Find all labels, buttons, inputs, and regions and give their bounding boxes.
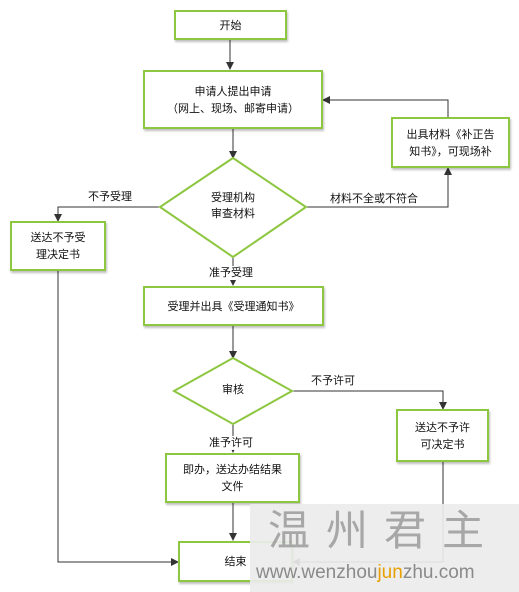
review-label-line1: 受理机构 xyxy=(211,191,255,204)
deny-permit-node: 送达不予许 可决定书 xyxy=(396,409,489,462)
start-node: 开始 xyxy=(174,10,287,40)
edge-label-no-accept: 不予受理 xyxy=(88,190,132,204)
immediate-label-line2: 文件 xyxy=(221,480,244,493)
deny-permit-label-line2: 可决定书 xyxy=(420,437,465,451)
apply-node: 申请人提出申请 （网上、现场、邮寄申请） xyxy=(143,70,323,129)
audit-diamond-label: 审核 xyxy=(203,382,263,398)
edge-label-permit: 准予许可 xyxy=(209,436,253,450)
reject-label-line2: 理决定书 xyxy=(36,248,80,261)
reject-label-line1: 送达不予受 xyxy=(30,231,86,244)
apply-label-line2: （网上、现场、邮寄申请） xyxy=(167,101,299,115)
start-label: 开始 xyxy=(219,18,242,32)
immediate-node: 即办，送达办结结果 文件 xyxy=(165,453,300,503)
deny-permit-label-line1: 送达不予许 xyxy=(415,420,470,434)
watermark-url-part3: zhu.com xyxy=(402,562,475,583)
review-diamond-shape xyxy=(158,156,308,259)
supplement-node: 出具材料《补正告 知书》，可现场补 xyxy=(391,117,510,168)
edge-label-incomplete: 材料不全或不符合 xyxy=(330,192,418,206)
watermark-url-part1: www.wenzhou xyxy=(256,562,378,583)
audit-label: 审核 xyxy=(222,383,244,396)
watermark-url: www.wenzhoujunzhu.com xyxy=(256,562,475,584)
review-label-line2: 审查材料 xyxy=(211,207,255,220)
audit-diamond-shape xyxy=(171,356,295,426)
arrow-review-to-supplement xyxy=(306,167,452,208)
immediate-label-line1: 即办，送达办结结果 xyxy=(183,463,282,476)
arrow-audit-to-deny xyxy=(292,390,447,410)
end-label: 结束 xyxy=(224,555,247,568)
supplement-label-line1: 出具材料《补正告 xyxy=(406,127,495,141)
arrow-review-to-reject xyxy=(54,206,160,222)
edge-label-accept: 准予受理 xyxy=(209,266,253,280)
apply-label-line1: 申请人提出申请 xyxy=(194,84,272,98)
supplement-label-line2: 知书》，可现场补 xyxy=(409,144,492,158)
arrow-supplement-to-apply xyxy=(322,96,449,117)
watermark-band xyxy=(250,504,519,592)
watermark-url-part2: jun xyxy=(377,562,403,583)
accept-notice-label: 受理并出具《受理通知书》 xyxy=(167,299,300,313)
edge-label-no-permit: 不予许可 xyxy=(311,374,355,388)
watermark-name: 温州君主 xyxy=(268,506,501,555)
arrow-reject-to-end xyxy=(57,271,179,566)
accept-notice-node: 受理并出具《受理通知书》 xyxy=(143,286,324,326)
review-diamond-label: 受理机构 审查材料 xyxy=(193,190,273,222)
reject-node: 送达不予受 理决定书 xyxy=(10,221,106,271)
